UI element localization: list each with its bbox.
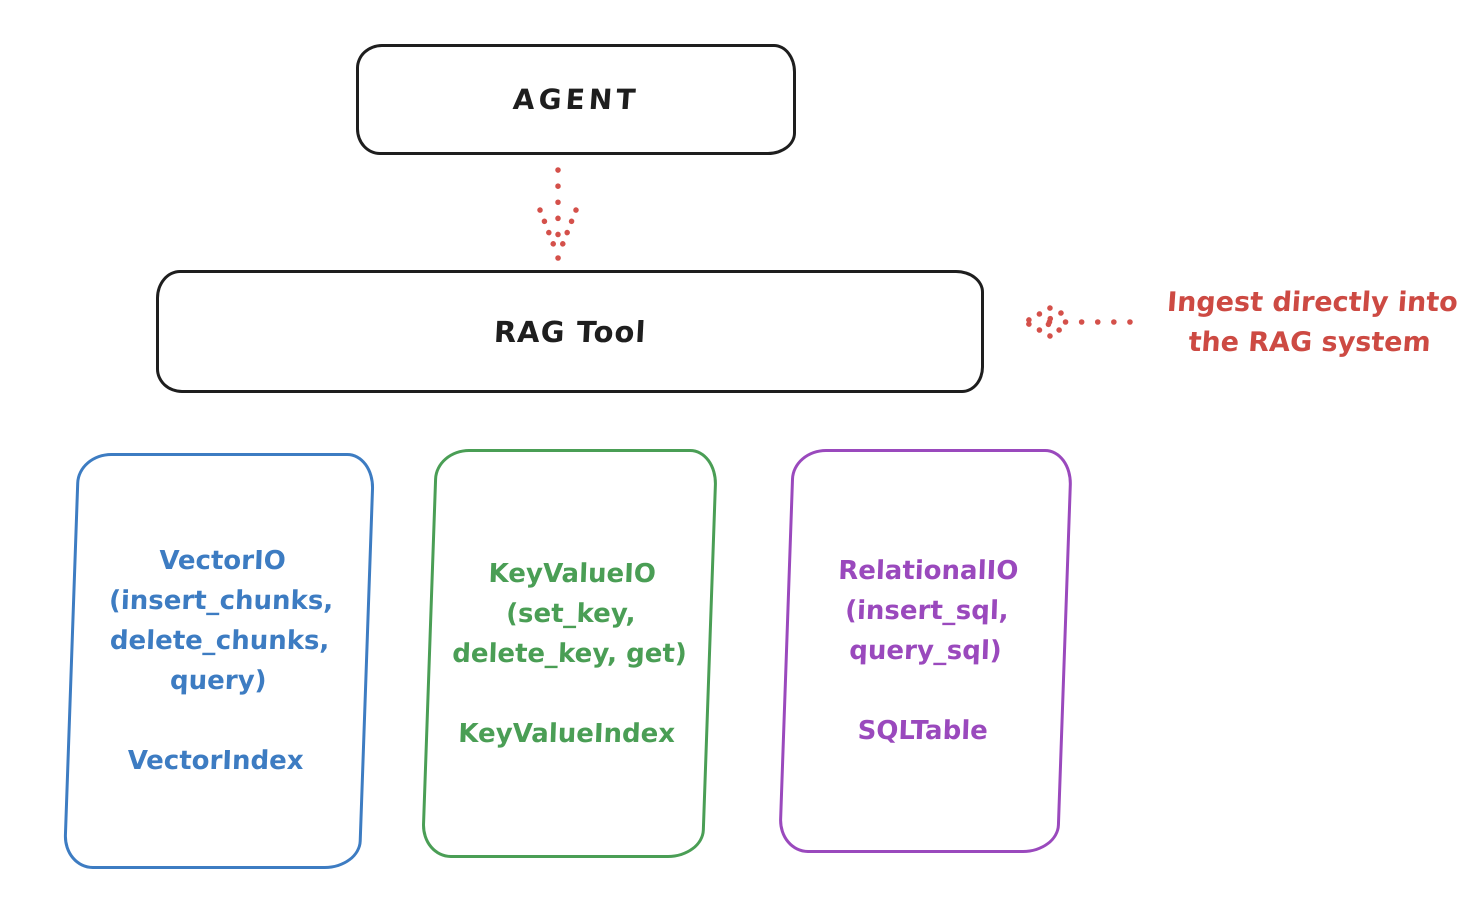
vector-io-title-line: VectorIO — [158, 546, 287, 576]
agent-node: AGENT — [356, 44, 796, 155]
relational-io-title-line: query_sql) — [848, 636, 1003, 666]
relational-io-title-line: RelationalIO — [837, 556, 1019, 586]
dotted-down-arrow-icon — [537, 167, 579, 261]
ingest-annotation-line2: the RAG system — [1187, 327, 1432, 358]
vector-io-node: VectorIO (insert_chunks, delete_chunks, … — [62, 453, 376, 869]
ingest-annotation: Ingest directly into the RAG system — [1135, 283, 1484, 363]
relational-io-title-line: (insert_sql, — [844, 596, 1010, 626]
keyvalue-io-node: KeyValueIO (set_key, delete_key, get) Ke… — [420, 449, 719, 858]
keyvalue-io-title-line: (set_key, — [505, 598, 637, 629]
dotted-left-arrow-icon — [1024, 305, 1133, 339]
vector-index-label: VectorIndex — [126, 746, 305, 776]
agent-node-label: AGENT — [511, 83, 641, 116]
rag-tool-node-label: RAG Tool — [492, 314, 648, 349]
rag-tool-node: RAG Tool — [156, 270, 984, 393]
ingest-annotation-line1: Ingest directly into — [1166, 287, 1459, 318]
vector-io-title-line: (insert_chunks, — [108, 586, 334, 616]
vector-io-title-line: delete_chunks, — [109, 626, 330, 656]
relational-io-node: RelationalIO (insert_sql, query_sql) SQL… — [777, 449, 1074, 853]
keyvalue-io-title-line: KeyValueIO — [488, 558, 657, 589]
keyvalue-io-title-line: delete_key, get) — [451, 638, 688, 669]
keyvalue-index-label: KeyValueIndex — [457, 718, 676, 749]
sql-table-label: SQLTable — [857, 716, 989, 746]
vector-io-title-line: query) — [169, 666, 268, 696]
